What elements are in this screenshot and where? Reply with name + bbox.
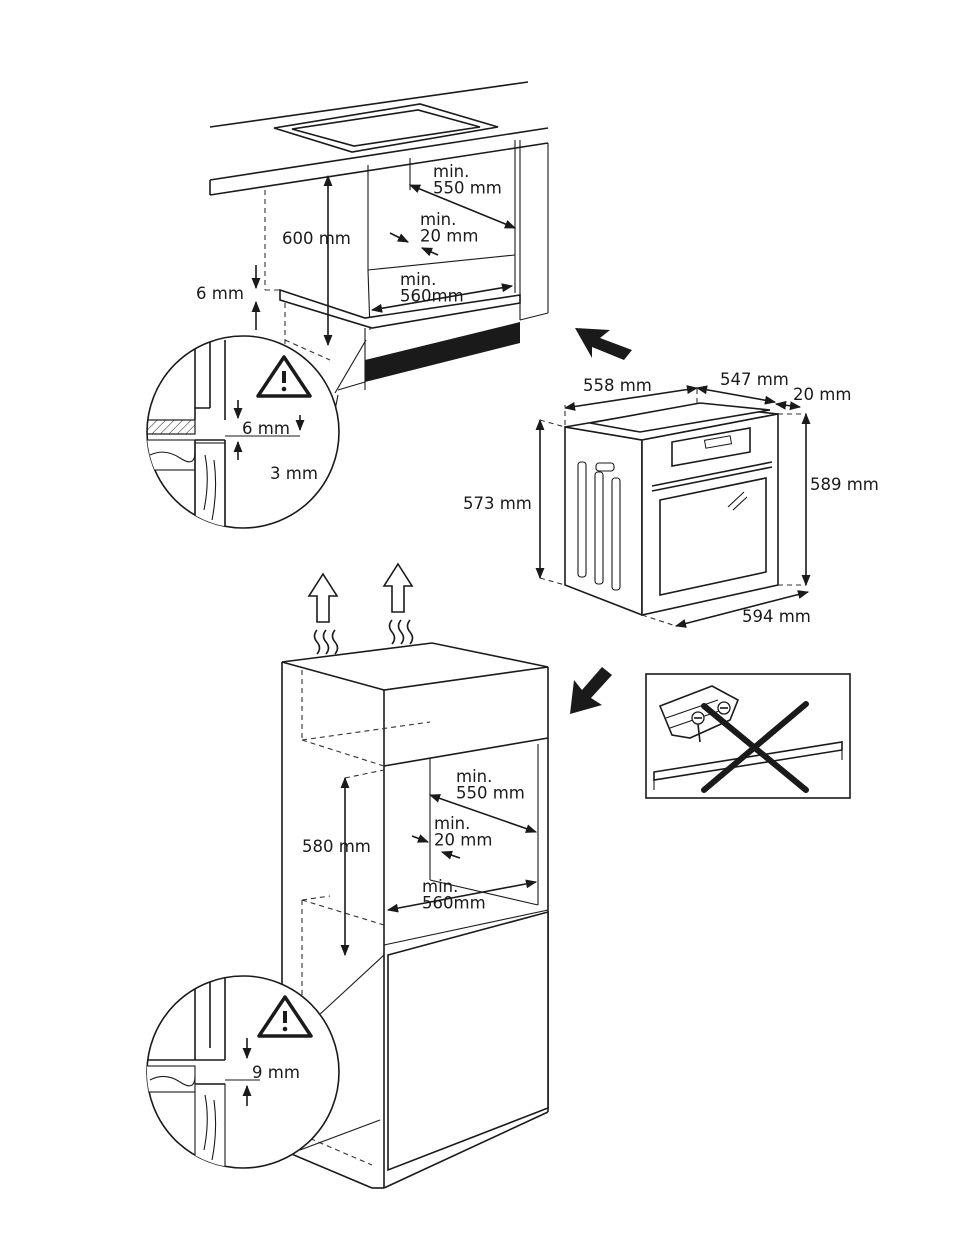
oven: [535, 385, 811, 628]
top-detail-gap-a: 6 mm: [242, 419, 290, 438]
oven-front-height-label: 589 mm: [810, 475, 879, 494]
column-gap-label: min.20 mm: [434, 814, 492, 850]
insert-arrow-icon: [575, 328, 632, 360]
column-depth-label: min.550 mm: [456, 767, 525, 803]
bottom-detail-gap-label: 9 mm: [252, 1063, 300, 1082]
column-height-label: 580 mm: [302, 837, 371, 856]
cross-icon: [701, 701, 809, 793]
screw-icon: [691, 701, 731, 743]
column-width-label: min.560mm: [422, 877, 486, 913]
top-depth-label: min.550 mm: [433, 162, 502, 198]
top-height-label: 600 mm: [282, 229, 351, 248]
insert-arrow-icon: [570, 667, 612, 714]
ventilation-arrow-icon: [307, 562, 414, 655]
top-gap-label: min.20 mm: [420, 210, 478, 246]
bottom-detail-callout: [146, 954, 385, 1169]
warning-icon: [257, 995, 313, 1038]
top-detail-gap-b: 3 mm: [270, 464, 318, 483]
column-installation: [281, 642, 549, 1189]
worktop-installation: [209, 81, 549, 391]
hob: [273, 103, 499, 153]
oven-height-label: 573 mm: [463, 494, 532, 513]
top-detail-callout: [146, 335, 367, 529]
oven-side-label: 547 mm: [720, 370, 789, 389]
warning-icon: [256, 355, 312, 398]
oven-depth-label: 558 mm: [583, 376, 652, 395]
prohibited-panel: [645, 673, 851, 799]
oven-front-label: 20 mm: [793, 385, 851, 404]
top-width-label: min.560mm: [400, 270, 464, 306]
top-shelf-gap-label: 6 mm: [196, 284, 244, 303]
oven-width-label: 594 mm: [742, 607, 811, 626]
